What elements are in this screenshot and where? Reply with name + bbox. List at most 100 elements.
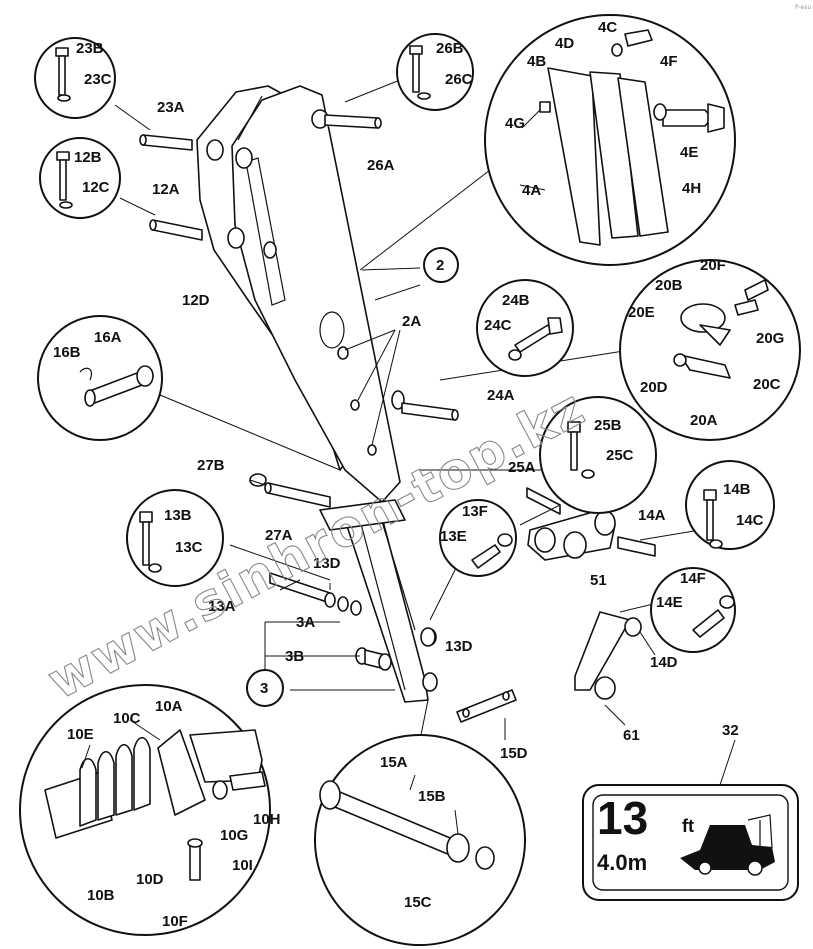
- label-15a: 15A: [380, 754, 408, 771]
- callout-16: [37, 315, 163, 441]
- pin-24a: [401, 402, 459, 421]
- label-10h: 10H: [253, 811, 281, 828]
- plate-15d: [456, 689, 517, 723]
- pin-26a: [324, 114, 382, 129]
- callout-14bc: [685, 460, 775, 550]
- dipper-arm: [196, 85, 438, 703]
- label-20b: 20B: [655, 277, 683, 294]
- pin-27a: [249, 473, 331, 508]
- label-10g: 10G: [220, 827, 248, 844]
- label-20d: 20D: [640, 379, 668, 396]
- callout-20: [619, 259, 801, 441]
- corner-mark: P-esu: [795, 4, 811, 11]
- callout-10: [19, 684, 271, 936]
- bushings-3b: [355, 647, 392, 671]
- label-25b: 25B: [594, 417, 622, 434]
- label-20a: 20A: [690, 412, 718, 429]
- label-14d: 14D: [650, 654, 678, 671]
- label-14e: 14E: [656, 594, 683, 611]
- label-24b: 24B: [502, 292, 530, 309]
- callout-23: [34, 37, 116, 119]
- label-4h: 4H: [682, 180, 701, 197]
- label-4a: 4A: [522, 182, 541, 199]
- label-20c: 20C: [753, 376, 781, 393]
- label-4e: 4E: [680, 144, 698, 161]
- label-10b: 10B: [87, 887, 115, 904]
- label-24a: 24A: [487, 387, 515, 404]
- label-14b: 14B: [723, 481, 751, 498]
- label-12c: 12C: [82, 179, 110, 196]
- label-13c: 13C: [175, 539, 203, 556]
- callout-13ef: [439, 499, 517, 577]
- label-61: 61: [623, 727, 640, 744]
- pin-13a: [269, 572, 362, 616]
- label-15d: 15D: [500, 745, 528, 762]
- label-4c: 4C: [598, 19, 617, 36]
- label-15c: 15C: [404, 894, 432, 911]
- label-2a: 2A: [402, 313, 421, 330]
- label-13a: 13A: [208, 598, 236, 615]
- label-20e: 20E: [628, 304, 655, 321]
- link-61: [574, 611, 642, 700]
- label-4d: 4D: [555, 35, 574, 52]
- label-3b: 3B: [285, 648, 304, 665]
- label-10f: 10F: [162, 913, 188, 930]
- label-23b: 23B: [76, 40, 104, 57]
- label-13d-top: 13D: [313, 555, 341, 572]
- part-labels: 23B 23C 23A 12B 12C 12A 12D 26B 26C 26A …: [53, 19, 784, 930]
- label-10d: 10D: [136, 871, 164, 888]
- callout-24: [476, 279, 574, 377]
- decal-32: [582, 739, 799, 901]
- label-23c: 23C: [84, 71, 112, 88]
- label-4g: 4G: [505, 115, 525, 132]
- label-27b: 27B: [197, 457, 225, 474]
- callout-13bc: [126, 489, 224, 587]
- label-13d-bottom: 13D: [445, 638, 473, 655]
- callout-14ef: [650, 567, 736, 653]
- label-16a: 16A: [94, 329, 122, 346]
- label-24c: 24C: [484, 317, 512, 334]
- callout-3: [246, 669, 284, 707]
- label-20g: 20G: [756, 330, 784, 347]
- label-10e: 10E: [67, 726, 94, 743]
- label-23a: 23A: [157, 99, 185, 116]
- callout-26: [396, 33, 474, 111]
- callout-4: [484, 14, 736, 266]
- label-4f: 4F: [660, 53, 678, 70]
- link-51: [527, 509, 656, 561]
- label-13f: 13F: [462, 503, 488, 520]
- callout-12: [39, 137, 121, 219]
- label-26a: 26A: [367, 157, 395, 174]
- decal-size-metric: 4.0m: [597, 850, 647, 875]
- label-12d: 12D: [182, 292, 210, 309]
- callout-15: [314, 734, 526, 946]
- pin-12a: [149, 219, 203, 241]
- label-14f: 14F: [680, 570, 706, 587]
- label-4b: 4B: [527, 53, 546, 70]
- label-25a: 25A: [508, 459, 536, 476]
- label-12a: 12A: [152, 181, 180, 198]
- label-32: 32: [722, 722, 739, 739]
- label-26b: 26B: [436, 40, 464, 57]
- label-51: 51: [590, 572, 607, 589]
- decal-unit-ft: ft: [682, 816, 694, 836]
- label-3a: 3A: [296, 614, 315, 631]
- label-20f: 20F: [700, 257, 726, 274]
- label-13e: 13E: [440, 528, 467, 545]
- label-14a: 14A: [638, 507, 666, 524]
- decal-size-feet: 13: [597, 792, 648, 844]
- label-26c: 26C: [445, 71, 473, 88]
- washer-13d: [420, 627, 436, 647]
- label-13b: 13B: [164, 507, 192, 524]
- label-15b: 15B: [418, 788, 446, 805]
- callout-25: [539, 396, 657, 514]
- label-16b: 16B: [53, 344, 81, 361]
- label-25c: 25C: [606, 447, 634, 464]
- label-10c: 10C: [113, 710, 141, 727]
- label-12b: 12B: [74, 149, 102, 166]
- label-2: 2: [436, 257, 444, 274]
- label-10a: 10A: [155, 698, 183, 715]
- decal-text: 13 ft 4.0m: [597, 792, 694, 875]
